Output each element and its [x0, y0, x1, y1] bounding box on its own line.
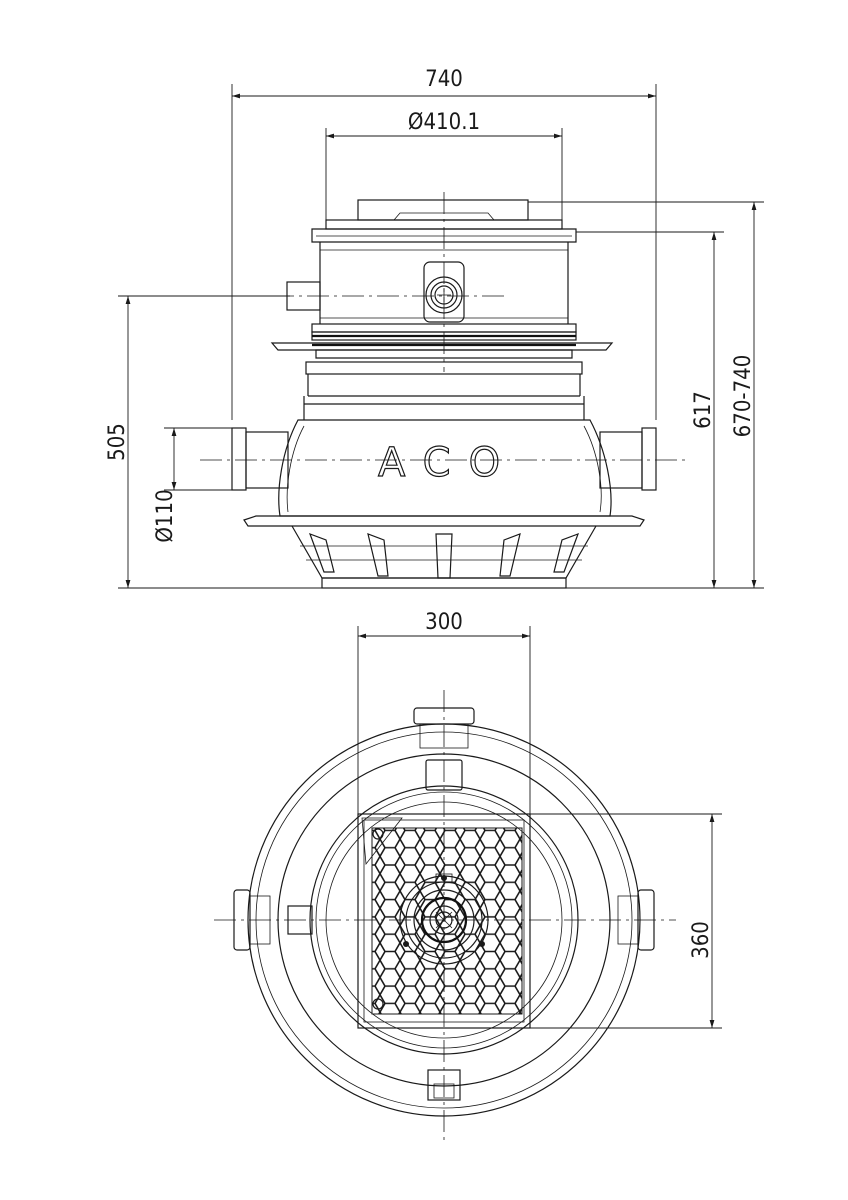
seal-flange — [270, 331, 614, 359]
height-range-label: 670-740 — [731, 355, 756, 438]
height-left-label: 505 — [105, 423, 130, 461]
top-plan-view — [214, 690, 676, 1144]
base-flange — [243, 515, 645, 527]
outlet-pipe-right — [599, 427, 657, 491]
side-elevation-view: ACO — [200, 192, 690, 589]
grate-height-label: 360 — [689, 921, 714, 959]
height-inner-label: 617 — [691, 391, 716, 429]
anchor-fins — [291, 525, 597, 589]
overall-width-label: 740 — [425, 67, 463, 92]
dimension-grate-height: 360 — [530, 813, 722, 1029]
dimension-pipe-diameter: Ø110 — [153, 427, 232, 543]
square-grate — [357, 813, 531, 1029]
grate-width-label: 300 — [425, 610, 463, 635]
dimension-height-inner: 617 — [566, 231, 724, 589]
dimension-overall-width: 740 — [231, 67, 657, 420]
dimension-grate-width: 300 — [357, 610, 531, 814]
aco-logo: ACO — [378, 440, 518, 486]
dimension-height-range: 670-740 — [528, 201, 764, 589]
top-diameter-label: Ø410.1 — [408, 110, 480, 135]
pipe-diameter-label: Ø110 — [153, 489, 178, 542]
dimension-top-diameter: Ø410.1 — [325, 110, 563, 220]
dimension-height-left: 505 — [105, 295, 322, 589]
